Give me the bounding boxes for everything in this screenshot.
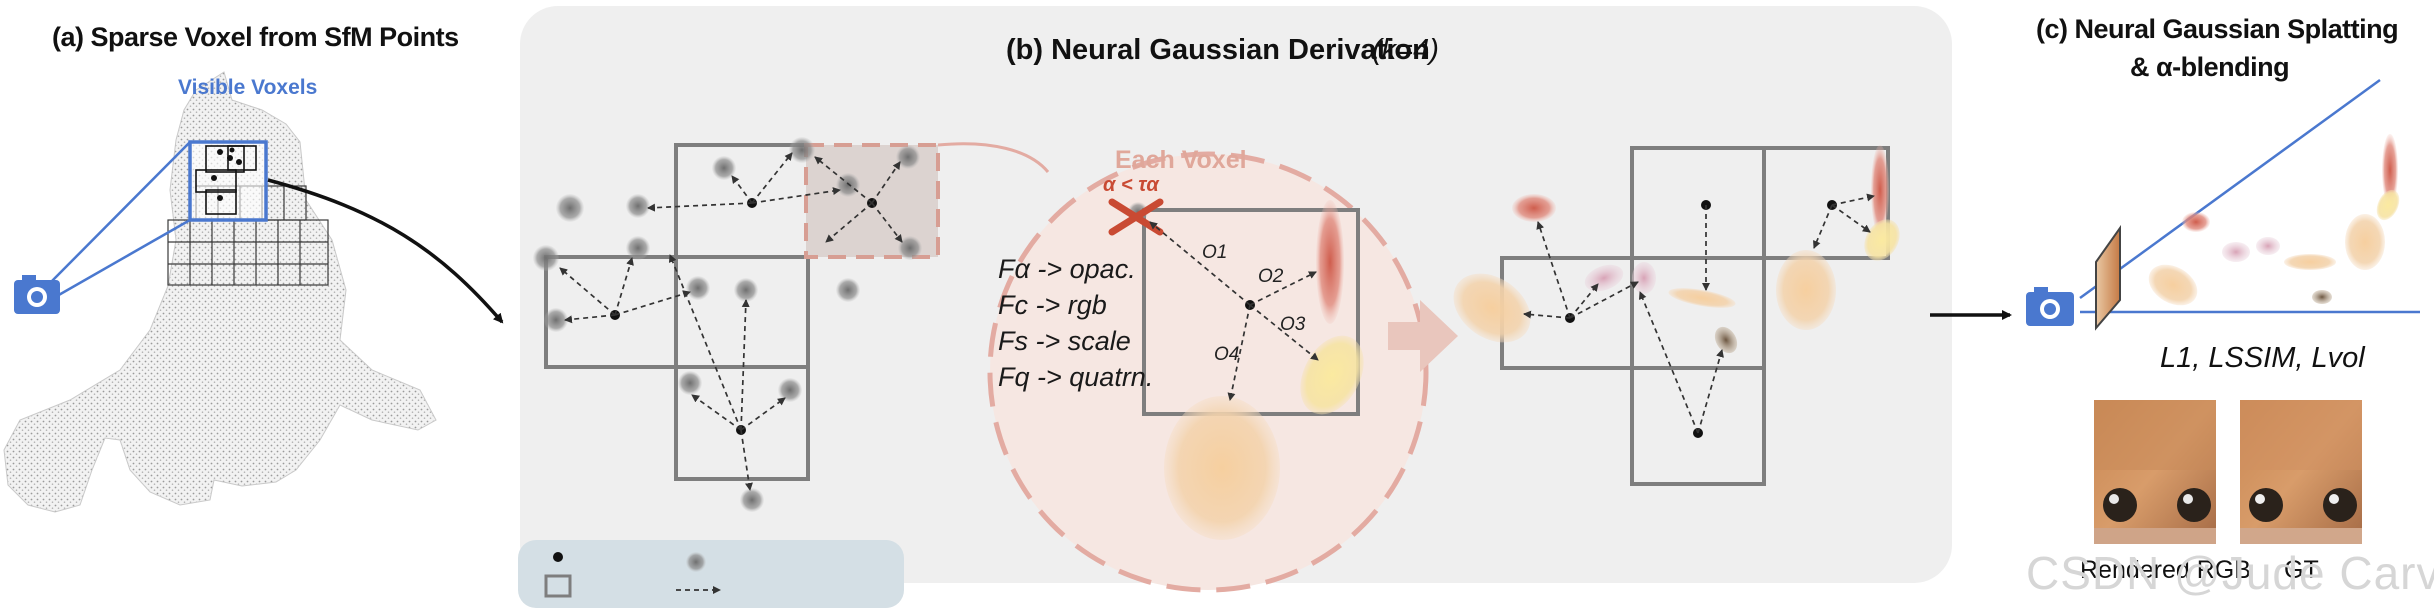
transition-arrow <box>1388 300 1458 372</box>
attribute-scale: Fs -> scale <box>998 326 1131 356</box>
offset-label-3: O3 <box>1280 314 1306 335</box>
rendered-rgb-caption: Rendered RGB <box>2080 556 2251 584</box>
offset-label-4: O4 <box>1214 344 1240 365</box>
panel-c-title-line1: (c) Neural Gaussian Splatting <box>2036 14 2399 44</box>
result-voxel-squares <box>1500 146 1890 486</box>
panel-a <box>3 71 504 513</box>
rendered-rgb-image <box>2094 400 2216 544</box>
alpha-threshold-label: α < τα <box>1103 174 1159 196</box>
image-plane <box>2095 224 2121 331</box>
camera-icon <box>14 275 60 314</box>
attribute-opacity: Fα -> opac. <box>998 254 1136 284</box>
loss-terms: L1, LSSIM, Lvol <box>2160 342 2365 374</box>
attribute-color: Fc -> rgb <box>998 290 1107 320</box>
panel-c <box>1930 78 2420 544</box>
cat-point-cloud <box>3 71 437 513</box>
ground-truth-image <box>2240 400 2362 544</box>
visible-voxels-label: Visible Voxels <box>178 76 318 99</box>
attribute-rotation: Fq -> quatrn. <box>998 362 1154 392</box>
watermark: CSDN @Jude Carver <box>2026 547 2434 599</box>
offset-label-1: O1 <box>1202 242 1228 263</box>
render-camera-icon <box>2026 287 2074 326</box>
gt-caption: GT <box>2284 556 2319 584</box>
panel-b-title: (b) Neural Gaussian Derivation <box>1006 34 1430 66</box>
panel-c-title-line2: & α-blending <box>2130 52 2290 82</box>
legend-box <box>518 540 904 608</box>
panel-a-title: (a) Sparse Voxel from SfM Points <box>52 22 459 52</box>
each-voxel-label: Each Voxel <box>1115 146 1247 174</box>
panel-b <box>518 6 1952 608</box>
offset-label-2: O2 <box>1258 266 1284 287</box>
panel-b-k: (k=4) <box>1372 34 1439 66</box>
